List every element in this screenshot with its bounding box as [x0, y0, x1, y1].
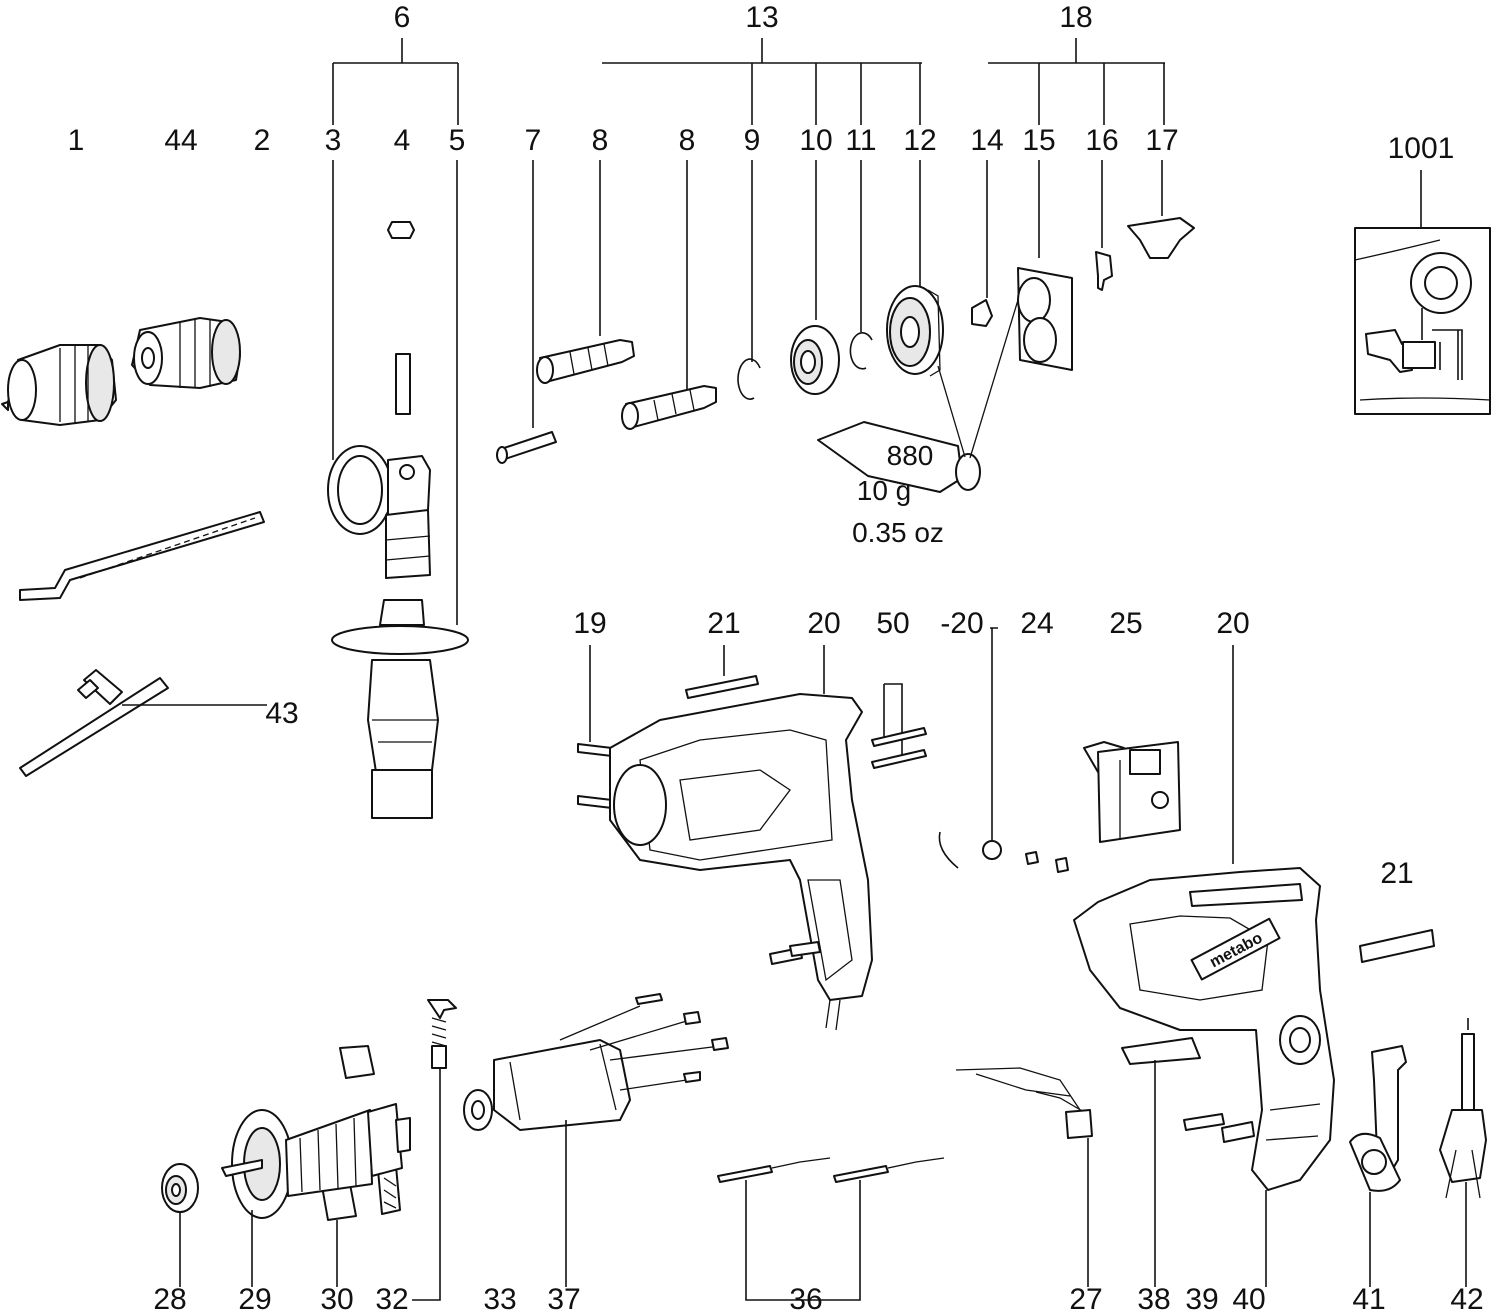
label-29: 29 — [238, 1283, 271, 1312]
label-20b: -20 — [940, 607, 983, 640]
housing-icon — [577, 645, 873, 1031]
label-36: 36 — [789, 1283, 822, 1312]
gear-icon — [886, 160, 944, 377]
label-1001: 1001 — [1388, 132, 1455, 165]
label-40: 40 — [1232, 1283, 1265, 1312]
label-4: 4 — [394, 124, 411, 157]
label-11: 11 — [845, 124, 876, 157]
label-39: 39 — [1185, 1283, 1218, 1312]
label-44: 44 — [164, 124, 197, 157]
pin-icon — [871, 683, 927, 769]
label-32: 32 — [375, 1283, 408, 1312]
label-41: 41 — [1352, 1283, 1385, 1312]
label-16: 16 — [1085, 124, 1118, 157]
top-labels: 6 13 18 1 44 2 3 4 5 7 8 8 9 10 11 12 14… — [68, 1, 1455, 165]
cable-harness-icon — [955, 1067, 1093, 1287]
small-parts-icon — [938, 627, 1069, 873]
chuck-key-icon: 43 — [19, 669, 299, 777]
label-3: 3 — [325, 124, 342, 157]
brush-holder-icon — [1349, 1045, 1407, 1287]
spring-icon — [412, 999, 457, 1301]
label-17: 17 — [1145, 124, 1178, 157]
switch-icon — [1083, 741, 1181, 843]
label-21b: 21 — [1380, 857, 1413, 890]
label-13: 13 — [745, 1, 778, 34]
label-38: 38 — [1137, 1283, 1170, 1312]
wiring-diagram-icon — [1354, 227, 1491, 415]
armature-icon — [221, 1103, 411, 1287]
label-27: 27 — [1069, 1283, 1102, 1312]
bottom-labels: 28 29 30 32 33 37 36 27 38 39 40 41 42 — [153, 1283, 1483, 1312]
grease-tube-icon: 880 10 g 0.35 oz — [817, 299, 1019, 548]
spindle-icon — [496, 160, 717, 464]
label-25: 25 — [1109, 607, 1142, 640]
label-6: 6 — [394, 1, 411, 34]
label-8b: 8 — [679, 124, 696, 157]
label-30: 30 — [320, 1283, 353, 1312]
keyless-chuck-icon — [131, 317, 241, 389]
drill-chuck-icon — [1, 344, 117, 426]
screw-icon — [1183, 1113, 1255, 1143]
label-33: 33 — [483, 1283, 516, 1312]
fan-baffle-icon — [463, 1089, 493, 1131]
drill-body-icon: metabo — [1073, 645, 1335, 1191]
handle-clamp-icon — [327, 160, 431, 579]
label-sticker-icon — [1359, 929, 1435, 963]
label-19: 19 — [573, 607, 606, 640]
nameplate-icon — [1121, 1037, 1201, 1287]
label-15: 15 — [1022, 124, 1055, 157]
side-handle-icon — [331, 160, 469, 819]
label-7: 7 — [525, 124, 542, 157]
label-12: 12 — [903, 124, 936, 157]
label-50: 50 — [876, 607, 909, 640]
handle-nut-icon — [387, 221, 415, 415]
group-brackets — [332, 38, 1422, 228]
gearbox-plate-icon — [971, 160, 1195, 371]
power-cord-icon — [1439, 1018, 1487, 1287]
label-1: 1 — [68, 124, 85, 157]
label-20a: 20 — [807, 607, 840, 640]
bearing-icon — [737, 160, 873, 400]
label-43: 43 — [265, 697, 298, 730]
carbon-brush-icon — [321, 1045, 401, 1287]
label-28: 28 — [153, 1283, 186, 1312]
label-37: 37 — [547, 1283, 580, 1312]
label-20c: 20 — [1216, 607, 1249, 640]
connector-cable-icon — [717, 1157, 945, 1301]
stator-icon — [493, 993, 729, 1287]
label-14: 14 — [970, 124, 1003, 157]
bearing-small-icon — [161, 1163, 199, 1287]
label-10: 10 — [799, 124, 832, 157]
label-8a: 8 — [592, 124, 609, 157]
label-5: 5 — [449, 124, 466, 157]
middle-labels: 19 21 20 50 -20 24 25 20 21 — [573, 607, 1413, 890]
depth-stop-rod-icon — [19, 511, 265, 601]
label-42: 42 — [1450, 1283, 1483, 1312]
label-9: 9 — [744, 124, 761, 157]
label-2: 2 — [254, 124, 271, 157]
label-18: 18 — [1059, 1, 1092, 34]
label-21a: 21 — [707, 607, 740, 640]
grease-weight-oz: 0.35 oz — [852, 517, 944, 548]
grease-weight: 10 g — [857, 475, 912, 506]
grease-code: 880 — [887, 440, 934, 471]
label-24: 24 — [1020, 607, 1053, 640]
